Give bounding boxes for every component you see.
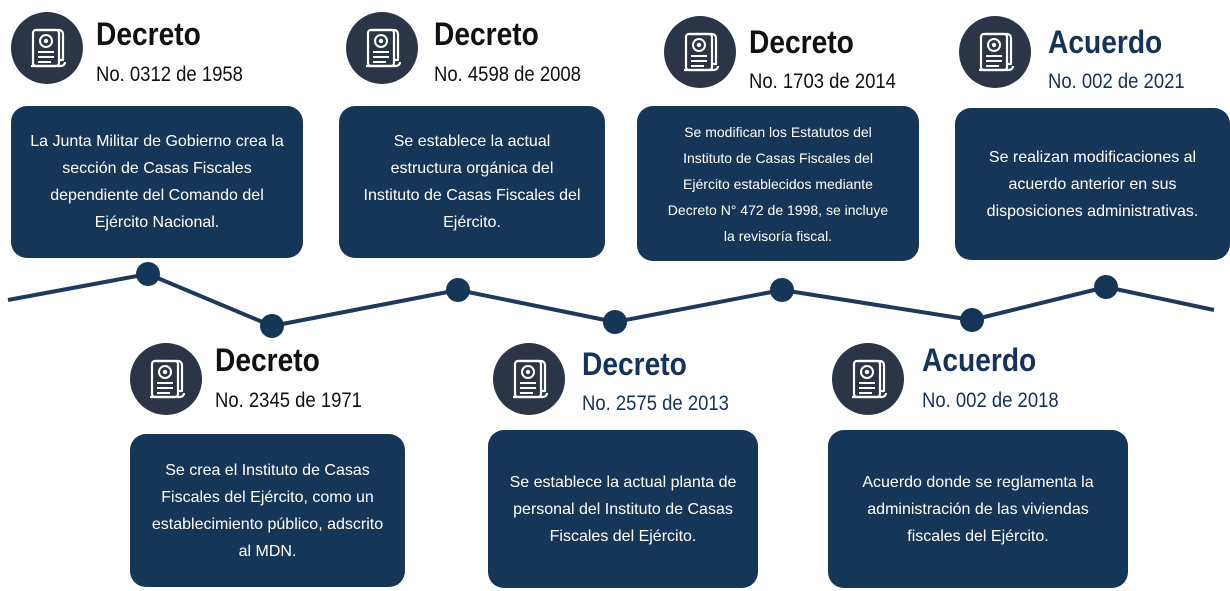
scroll-icon — [832, 343, 904, 415]
scroll-icon — [11, 12, 83, 84]
timeline-node — [1094, 275, 1118, 299]
event-subtitle: No. 002 de 2021 — [1048, 70, 1185, 93]
event-description: La Junta Militar de Gobierno crea la sec… — [30, 133, 284, 231]
event-description-card: Se establece la actual estructura orgáni… — [339, 106, 605, 258]
event-description: Se establece la actual planta de persona… — [509, 473, 737, 545]
event-description-card: Acuerdo donde se reglamenta la administr… — [828, 430, 1128, 588]
scroll-icon — [493, 343, 565, 415]
event-title: Acuerdo — [922, 342, 1037, 378]
event-description: Se modifican los Estatutos del Instituto… — [667, 123, 889, 244]
event-description-card: Se crea el Instituto de Casas Fiscales d… — [130, 434, 405, 587]
event-subtitle: No. 2345 de 1971 — [215, 389, 362, 412]
event-subtitle: No. 1703 de 2014 — [749, 70, 896, 93]
event-title: Decreto — [96, 16, 201, 52]
event-title: Decreto — [582, 346, 687, 382]
timeline-node — [446, 278, 470, 302]
event-subtitle: No. 0312 de 1958 — [96, 63, 243, 86]
timeline-node — [260, 314, 284, 338]
event-subtitle: No. 4598 de 2008 — [434, 63, 581, 86]
event-title: Decreto — [434, 16, 539, 52]
event-description-card: La Junta Militar de Gobierno crea la sec… — [11, 106, 303, 258]
timeline-node — [603, 310, 627, 334]
event-description: Se realizan modificaciones al acuerdo an… — [986, 148, 1199, 220]
event-description: Se crea el Instituto de Casas Fiscales d… — [151, 461, 384, 560]
event-title: Acuerdo — [1048, 24, 1163, 60]
event-subtitle: No. 2575 de 2013 — [582, 392, 729, 415]
event-subtitle: No. 002 de 2018 — [922, 389, 1059, 412]
event-title: Decreto — [215, 342, 320, 378]
event-description-card: Se realizan modificaciones al acuerdo an… — [955, 108, 1230, 260]
scroll-icon — [959, 16, 1031, 88]
timeline-node — [960, 308, 984, 332]
scroll-icon — [664, 16, 736, 88]
timeline-node — [136, 262, 160, 286]
event-description-card: Se establece la actual planta de persona… — [488, 430, 758, 588]
event-description: Se establece la actual estructura orgáni… — [363, 133, 581, 231]
event-description-card: Se modifican los Estatutos del Instituto… — [637, 106, 919, 261]
scroll-icon — [346, 12, 418, 84]
scroll-icon — [130, 343, 202, 415]
event-title: Decreto — [749, 24, 854, 60]
timeline-node — [770, 278, 794, 302]
event-description: Acuerdo donde se reglamenta la administr… — [862, 473, 1094, 545]
